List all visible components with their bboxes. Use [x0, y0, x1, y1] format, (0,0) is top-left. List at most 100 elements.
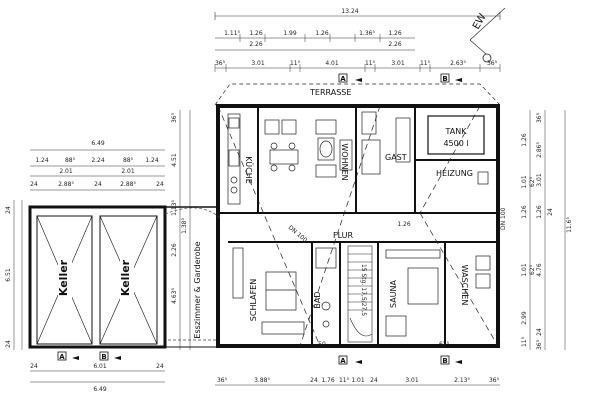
dim-label: 36⁵: [487, 60, 498, 67]
terrasse: TERRASSE: [214, 83, 501, 106]
dim-label: 24: [547, 208, 554, 216]
dim-label: 11⁵: [365, 60, 376, 67]
dim-label: 6.49: [91, 140, 105, 147]
section-b-label: B: [442, 75, 447, 83]
section-a-label: A: [340, 357, 346, 365]
dim-label: 24: [30, 181, 38, 188]
dim-label: 2.26: [249, 41, 263, 48]
dim-label: 4.63⁵: [171, 288, 178, 304]
left-top-dims: [30, 149, 165, 191]
overall-width-dimension: 13.24: [341, 8, 358, 15]
tank-volume: 4500 l: [443, 139, 468, 148]
top-dimension-chains: [214, 12, 501, 72]
dim-label: 3.01: [405, 377, 419, 384]
section-marker-b-left: B: [99, 351, 121, 361]
dim-label: 11⁵: [339, 377, 350, 384]
dim-label: 2.01: [59, 168, 73, 175]
dim-label: 3.01: [536, 173, 543, 187]
dim-label: 36⁵: [489, 377, 500, 384]
keller-label: Keller: [119, 259, 132, 296]
dn-pipe-label: DN 100: [500, 207, 507, 230]
dim-label: 1.76: [321, 377, 335, 384]
dim-label: 2.88⁵: [120, 181, 136, 188]
dim-label: 24: [5, 340, 12, 348]
waschen-fixtures: [475, 255, 491, 289]
section-b-label: B: [101, 353, 106, 361]
dim-label: 36⁵: [536, 339, 543, 350]
cut-lines: [217, 105, 499, 347]
dim-label: 36⁵: [215, 60, 226, 67]
dim-label: 11⁵: [420, 60, 431, 67]
dim-label: 2.99: [521, 311, 528, 325]
kitchen-furniture: [227, 113, 241, 205]
keller-label-bg: [58, 256, 72, 300]
wohnen-label: WOHNEN: [340, 143, 349, 180]
left-bottom-dims: [30, 370, 165, 383]
dim-label: 6.01: [93, 363, 107, 370]
dim-label: 2.13⁵: [454, 377, 470, 384]
section-marker-b-top: B: [440, 73, 462, 83]
dim-label: 24: [536, 328, 543, 336]
dim-label: 1.11⁵: [224, 30, 240, 37]
dim-label: 36⁵: [171, 112, 178, 123]
section-marker-a-top: A: [338, 73, 362, 83]
staircase: [347, 245, 373, 343]
dim-label: 3.01: [251, 60, 265, 67]
dim-label: 62⁵: [439, 341, 450, 348]
section-marker-b-bottom: B: [440, 355, 462, 365]
waschen-label: WASCHEN: [460, 265, 469, 306]
wohnen-furniture: [264, 119, 353, 178]
dim-label: 1.01: [521, 263, 528, 277]
dim-label: 6.49: [93, 386, 107, 393]
dim-label: 1.26: [315, 30, 329, 37]
top-dims-row1: 1.11⁵ 1.26 1.99 1.26 1.36⁵ 1.26: [224, 30, 402, 37]
dim-label: 4.76: [536, 263, 543, 277]
gast-label: GAST: [385, 153, 407, 162]
keller-label-bg: [120, 256, 134, 300]
dim-label: 24: [370, 377, 378, 384]
dim-label: 1.36⁵: [359, 30, 375, 37]
dim-label: 11⁵: [521, 336, 528, 347]
dim-label: 36⁵: [536, 112, 543, 123]
gast-furniture: [361, 111, 411, 175]
bottom-dims-text: 36⁵ 3.88⁵ 24 1.76 11⁵ 1.01 24 3.01 2.13⁵…: [217, 377, 500, 384]
dim-label: 24: [30, 363, 38, 370]
section-b-label: B: [442, 357, 447, 365]
sauna-label: SAUNA: [389, 279, 398, 308]
dim-label: 3.01: [391, 60, 405, 67]
tank: TANK 4500 l: [427, 115, 485, 155]
dim-label: 24: [94, 181, 102, 188]
kueche-label: KÜCHE: [244, 156, 254, 184]
dim-label: 1.38⁵: [181, 218, 188, 234]
section-marker-a-bottom: A: [338, 355, 362, 365]
dim-label: 24: [156, 181, 164, 188]
flur-label: FLUR: [333, 231, 354, 240]
section-a-label: A: [59, 353, 65, 361]
dim-label: 24: [156, 363, 164, 370]
dim-label: 24: [5, 206, 12, 214]
north-label: EW: [471, 12, 489, 32]
dim-label: 2.26: [388, 41, 402, 48]
esszimmer-label: Esszimmer & Garderobe: [193, 241, 202, 338]
dim-label: 1.26: [397, 221, 411, 228]
dim-label: 2.63⁵: [450, 60, 466, 67]
dim-label: 1.26: [249, 30, 263, 37]
stair-label: 15 Stg. 17,5/27,5: [360, 264, 367, 316]
heater-unit: [477, 171, 489, 185]
dim-label: 1.01: [521, 175, 528, 189]
bad-fixtures: [315, 247, 337, 328]
dim-label: 2.24: [91, 157, 105, 164]
right-vertical-dims: [529, 110, 566, 350]
dim-label: 62⁵: [529, 264, 536, 275]
dim-label: 62⁵: [529, 176, 536, 187]
sauna-fixtures: [385, 249, 441, 337]
section-marker-a-left: A: [57, 351, 79, 361]
dim-label: 36⁵: [217, 377, 228, 384]
top-dims-row2: 2.26 2.26: [249, 41, 402, 48]
dim-label: 1.13⁵: [171, 200, 178, 216]
dim-label: 2.88⁵: [58, 181, 74, 188]
dim-label: 1.24: [35, 157, 49, 164]
dim-label: 2.86⁵: [536, 142, 543, 158]
heizung-label: HEIZUNG: [436, 169, 473, 178]
